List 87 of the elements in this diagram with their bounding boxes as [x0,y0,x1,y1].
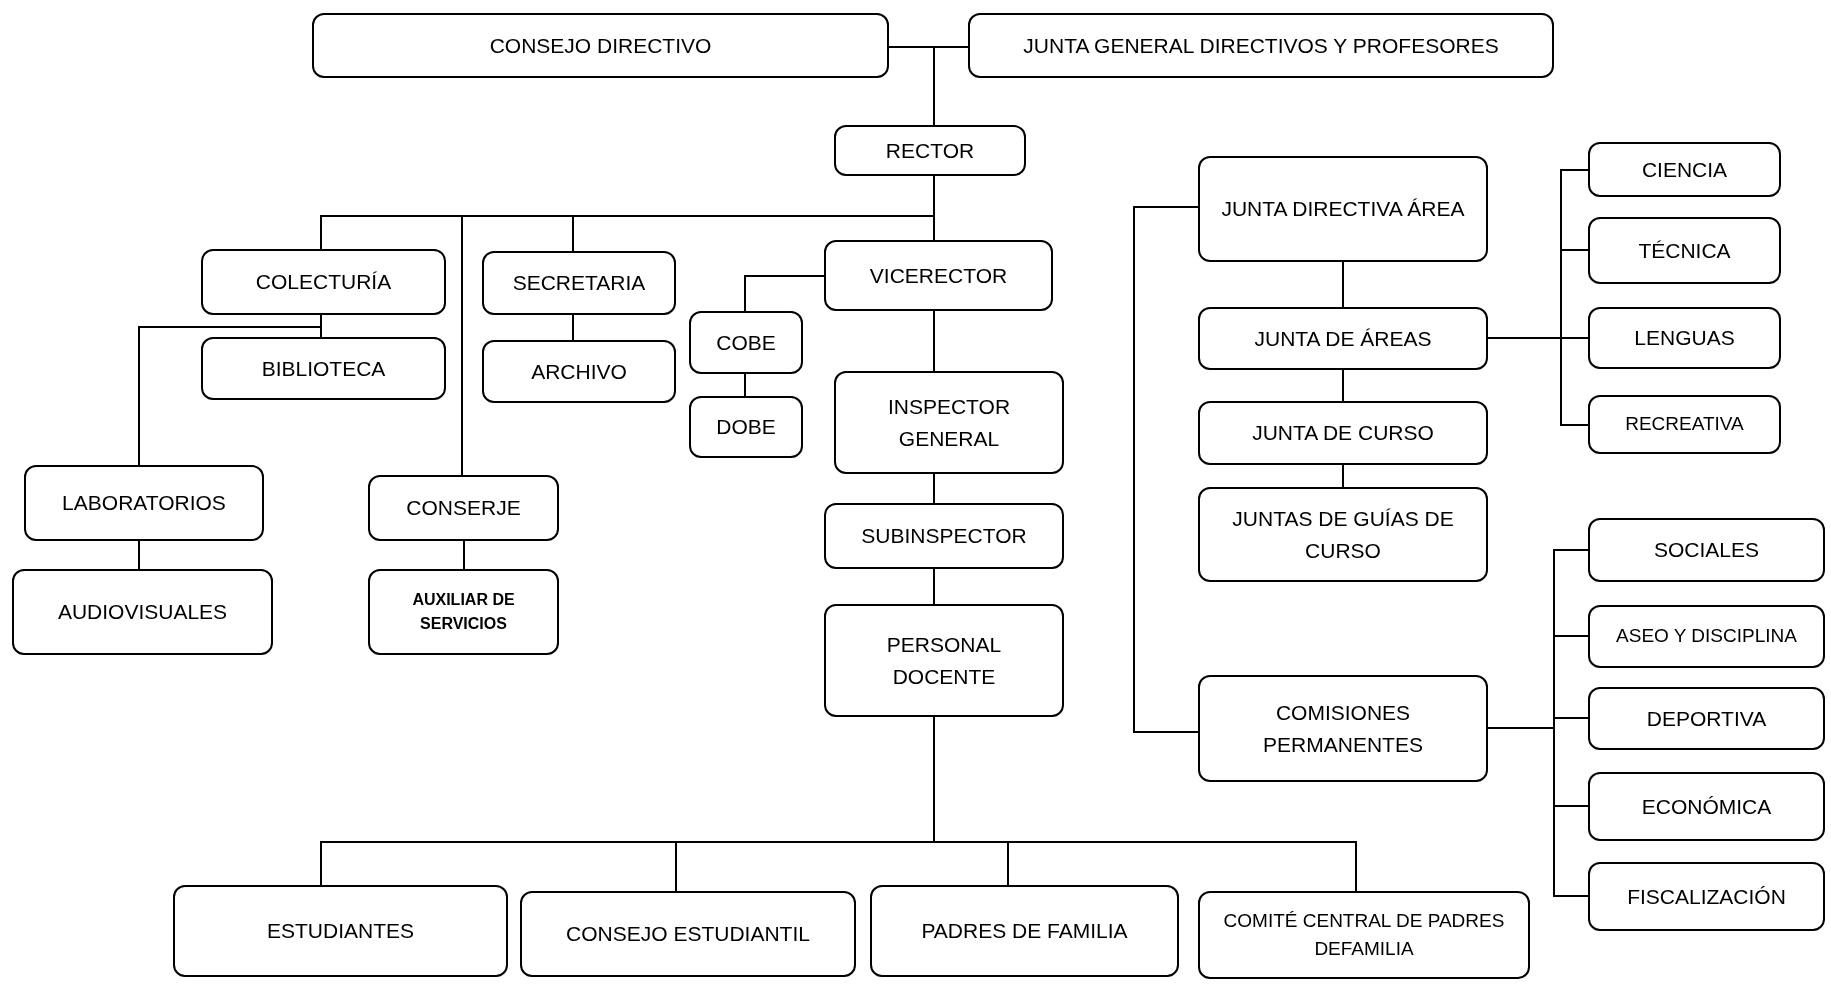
org-box [1198,401,1488,465]
org-box [834,125,1026,176]
org-box [520,891,856,977]
box-label: PERSONAL DOCENTE [885,632,1003,690]
org-box [201,337,446,400]
box-label: JUNTA GENERAL DIRECTIVOS Y PROFESORES [1023,32,1499,59]
org-box [1588,395,1781,454]
connector-line [1487,727,1589,897]
connector-line [1133,206,1199,733]
box-label: ECONÓMICA [1641,793,1772,820]
org-box [870,885,1179,977]
org-box [482,251,676,315]
org-box [368,569,559,655]
box-label: CIENCIA [1641,156,1728,183]
box-label: AUXILIAR DE SERVICIOS [411,590,516,634]
box-label: JUNTA DIRECTIVA ÁREA [1221,196,1465,223]
connector-line [463,540,465,570]
org-box [368,475,559,541]
box-label: LENGUAS [1634,325,1735,352]
box-label: ARCHIVO [531,358,627,385]
connector-line [1342,261,1344,308]
org-box [824,503,1064,569]
box-label: COBE [716,329,776,356]
org-box [1198,156,1488,262]
connector-line [1342,369,1344,402]
box-label: COLECTURÍA [255,269,392,296]
org-box [824,240,1053,311]
org-box [1588,772,1825,841]
org-box [24,465,264,541]
org-box [1198,891,1530,979]
connector-line [1342,464,1344,488]
box-label: BIBLIOTECA [261,355,386,382]
box-label: COMISIONES PERMANENTES [1262,700,1424,758]
box-label: AUDIOVISUALES [57,599,228,626]
org-box [689,396,803,458]
connector-line [572,314,574,341]
connector-line [1487,337,1589,426]
box-label: INSPECTOR GENERAL [886,394,1012,452]
box-label: VICERECTOR [869,262,1008,289]
org-box [312,13,889,78]
box-label: LABORATORIOS [62,490,226,517]
box-label: SECRETARIA [512,270,646,297]
box-label: SOCIALES [1653,537,1759,564]
org-box [824,604,1064,717]
org-box [1588,862,1825,931]
org-box [689,311,803,374]
connector-line [933,310,935,372]
connector-line [744,275,825,312]
box-label: SUBINSPECTOR [861,523,1027,550]
box-label: CONSEJO ESTUDIANTIL [566,921,810,948]
connector-line [138,314,322,466]
connector-line [888,46,935,126]
box-label: DEPORTIVA [1646,705,1767,732]
box-label: JUNTA DE ÁREAS [1254,325,1432,352]
box-label: ESTUDIANTES [267,918,414,945]
box-label: DOBE [716,414,776,441]
org-box [1588,142,1781,197]
connector-line [933,175,935,241]
connector-line [138,540,140,570]
box-label: CONSERJE [406,495,521,522]
org-box [968,13,1554,78]
org-box [12,569,273,655]
org-box [1198,675,1488,782]
box-label: TÉCNICA [1638,237,1731,264]
box-label: PADRES DE FAMILIA [921,918,1128,945]
org-box [1588,518,1825,582]
org-box [201,249,446,315]
org-box [1198,487,1488,582]
box-label: JUNTA DE CURSO [1252,420,1434,447]
box-label: RECTOR [885,137,975,164]
connector-line [933,568,935,605]
box-label: RECREATIVA [1625,412,1744,437]
org-box [482,340,676,403]
org-box [1588,217,1781,284]
org-box [834,371,1064,474]
org-box [1198,307,1488,370]
org-box [1588,687,1825,750]
box-label: ASEO Y DISCIPLINA [1616,624,1797,649]
org-box [173,885,508,977]
connector-line [933,473,935,504]
box-label: JUNTAS DE GUÍAS DE CURSO [1231,506,1455,564]
org-box [1588,605,1825,668]
box-label: CONSEJO DIRECTIVO [489,32,712,59]
org-box [1588,307,1781,369]
box-label: FISCALIZACIÓN [1627,883,1786,910]
box-label: COMITÉ CENTRAL DE PADRES DEFAMILIA [1222,908,1506,961]
connector-line [744,373,746,397]
